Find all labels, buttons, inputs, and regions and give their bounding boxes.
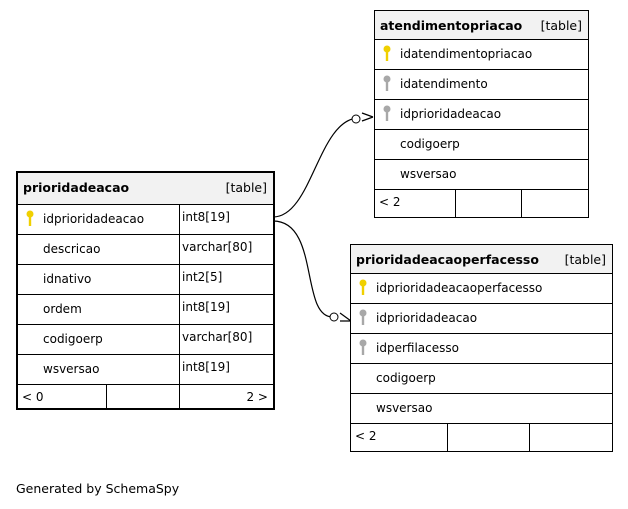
column-row[interactable]: codigoerp varchar[80]	[18, 325, 273, 355]
table-prioridadeacao[interactable]: prioridadeacao [table] idprioridadeacao …	[16, 171, 275, 410]
foreign-key-icon	[359, 339, 367, 355]
parent-count: < 2	[355, 429, 377, 443]
edge-optional-marker	[351, 114, 361, 124]
edge-crowfoot	[339, 312, 352, 322]
column-row[interactable]: wsversao	[351, 394, 612, 424]
column-row[interactable]: idprioridadeacaoperfacesso	[351, 274, 612, 304]
column-name: idprioridadeacaoperfacesso	[376, 281, 543, 295]
table-prioridadeacaoperfacesso[interactable]: prioridadeacaoperfacesso [table] idprior…	[350, 244, 613, 452]
table-footer: < 2	[351, 424, 612, 451]
column-name: idatendimento	[400, 77, 488, 91]
column-row[interactable]: idperfilacesso	[351, 334, 612, 364]
column-type: int2[5]	[179, 265, 222, 294]
column-name: codigoerp	[376, 371, 436, 385]
table-header: prioridadeacaoperfacesso [table]	[351, 245, 612, 274]
column-row[interactable]: ordem int8[19]	[18, 295, 273, 325]
column-row[interactable]: idatendimento	[375, 70, 588, 100]
table-kind: [table]	[225, 180, 267, 195]
table-name: prioridadeacao	[23, 180, 130, 195]
generator-credit: Generated by SchemaSpy	[16, 481, 180, 496]
primary-key-icon	[26, 210, 34, 226]
column-row[interactable]: wsversao	[375, 160, 588, 190]
column-type: int8[19]	[179, 295, 230, 324]
table-atendimentopriacao[interactable]: atendimentopriacao [table] idatendimento…	[374, 10, 589, 218]
parent-count: < 2	[379, 195, 401, 209]
primary-key-icon	[359, 279, 367, 295]
child-count: 2 >	[246, 390, 268, 404]
column-type: varchar[80]	[179, 235, 252, 264]
primary-key-icon	[383, 45, 391, 61]
edge-prioridadeacao-to-atendimentopriacao	[272, 117, 359, 218]
column-row[interactable]: wsversao int8[19]	[18, 355, 273, 385]
column-name: ordem	[43, 302, 82, 316]
column-name: idprioridadeacao	[376, 311, 478, 325]
column-name: wsversao	[376, 401, 433, 415]
column-row[interactable]: idatendimentopriacao	[375, 40, 588, 70]
column-name: wsversao	[400, 167, 457, 181]
column-row[interactable]: idnativo int2[5]	[18, 265, 273, 295]
column-name: descricao	[43, 242, 101, 256]
column-name: idperfilacesso	[376, 341, 459, 355]
table-footer: < 2	[375, 190, 588, 217]
table-header: prioridadeacao [table]	[18, 173, 273, 205]
foreign-key-icon	[359, 309, 367, 325]
edge-optional-marker	[329, 312, 339, 322]
column-name: idnativo	[43, 272, 92, 286]
table-header: atendimentopriacao [table]	[375, 11, 588, 40]
column-type: int8[19]	[179, 355, 230, 384]
edge-crowfoot	[361, 112, 374, 122]
column-name: idprioridadeacao	[43, 212, 145, 226]
table-name: atendimentopriacao	[380, 18, 523, 33]
table-kind: [table]	[540, 18, 582, 33]
column-type: varchar[80]	[179, 325, 252, 354]
column-row[interactable]: descricao varchar[80]	[18, 235, 273, 265]
table-footer: < 0 2 >	[18, 385, 273, 408]
column-row[interactable]: codigoerp	[351, 364, 612, 394]
column-row[interactable]: idprioridadeacao int8[19]	[18, 205, 273, 235]
column-name: idatendimentopriacao	[400, 47, 533, 61]
foreign-key-icon	[383, 75, 391, 91]
column-row[interactable]: idprioridadeacao	[375, 100, 588, 130]
column-row[interactable]: idprioridadeacao	[351, 304, 612, 334]
column-name: codigoerp	[400, 137, 460, 151]
column-name: codigoerp	[43, 332, 103, 346]
column-row[interactable]: codigoerp	[375, 130, 588, 160]
edge-prioridadeacao-to-prioridadeacaoperfacesso	[272, 220, 334, 318]
foreign-key-icon	[383, 105, 391, 121]
table-name: prioridadeacaoperfacesso	[356, 252, 539, 267]
column-type: int8[19]	[179, 205, 230, 234]
table-kind: [table]	[564, 252, 606, 267]
column-name: wsversao	[43, 362, 100, 376]
column-name: idprioridadeacao	[400, 107, 502, 121]
parent-count: < 0	[22, 390, 44, 404]
